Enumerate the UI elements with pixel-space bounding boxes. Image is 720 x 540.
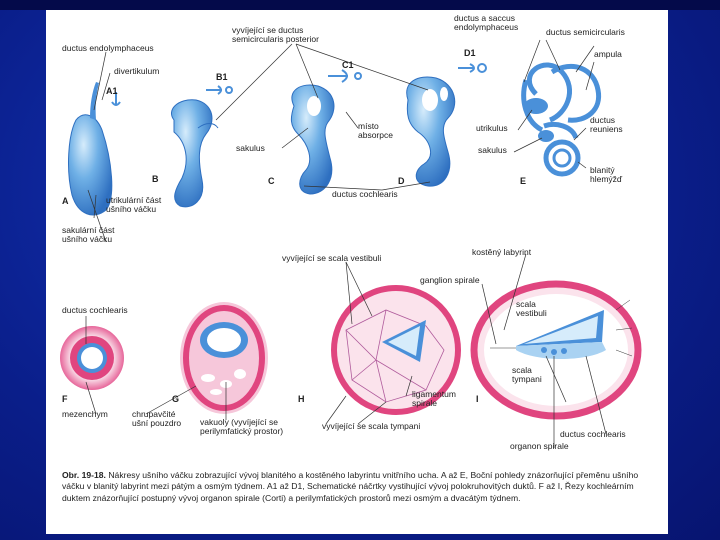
- panel-f-section: [60, 326, 124, 390]
- label-ductus-semicircularis: ductus semicircularis: [546, 27, 625, 37]
- label-ductus-reuniens: ductus reuniens: [590, 115, 623, 134]
- label-ductus-saccus: ductus a saccus endolymphaceus: [454, 13, 519, 32]
- label-sakulus-e: sakulus: [478, 145, 507, 155]
- panel-a-vesicle: [68, 82, 113, 216]
- label-organon-spirale: organon spirale: [510, 441, 569, 451]
- panel-d1-sketch: [458, 63, 487, 73]
- figure-panel: ductus endolymphaceus divertikulum A1 B1…: [46, 10, 668, 534]
- label-utrikularni: utrikulární část ušního váčku: [106, 195, 162, 214]
- caption-text: Nákresy ušního váčku zobrazující vývoj b…: [62, 470, 639, 503]
- label-divertikulum: divertikulum: [114, 66, 160, 76]
- panel-c-vesicle: [290, 84, 335, 195]
- label-ligamentum-spirale: ligamentum spirale: [412, 389, 456, 408]
- label-vakuoly: vakuoly (vyvíjející se perilymfatický pr…: [200, 417, 284, 436]
- label-vyvijejici-tympani: vyvíjející se scala tympani: [322, 421, 421, 431]
- label-mezenchym: mezenchym: [62, 409, 108, 419]
- panel-g-section: [180, 302, 268, 414]
- panel-b-vesicle: [171, 99, 219, 208]
- leader-lines-top: [87, 39, 595, 243]
- label-panel-e: E: [520, 176, 527, 186]
- label-ganglion-spirale: ganglion spirale: [420, 275, 480, 285]
- panel-i-section: [470, 280, 642, 420]
- panel-h-section: [331, 285, 461, 415]
- label-panel-b: B: [152, 174, 159, 184]
- label-c1: C1: [342, 60, 354, 70]
- figure-caption: Obr. 19-18. Nákresy ušního váčku zobrazu…: [62, 470, 662, 504]
- label-ampula: ampula: [594, 49, 622, 59]
- label-ductus-cochlearis-top: ductus cochlearis: [332, 189, 398, 199]
- label-sakulus-c: sakulus: [236, 143, 265, 153]
- label-utrikulus: utrikulus: [476, 123, 508, 133]
- panel-a1-sketch: [111, 92, 121, 106]
- label-panel-g: G: [172, 394, 180, 404]
- label-panel-d: D: [398, 176, 405, 186]
- label-panel-c: C: [268, 176, 275, 186]
- label-misto-absorpce: místo absorpce: [358, 121, 393, 140]
- panel-e-saccule: [538, 130, 554, 142]
- label-ductus-endolymphaceus: ductus endolymphaceus: [62, 43, 154, 53]
- label-vyvijejici-semicircularis: vyvíjející se ductus semicircularis post…: [232, 25, 319, 44]
- panel-c1-sketch: [328, 69, 362, 83]
- label-panel-h: H: [298, 394, 305, 404]
- label-b1: B1: [216, 72, 228, 82]
- panel-d-vesicle: [406, 76, 456, 187]
- label-panel-a: A: [62, 196, 69, 206]
- panel-e-utricle: [524, 98, 548, 114]
- label-d1: D1: [464, 48, 476, 58]
- panel-b1-sketch: [206, 85, 233, 95]
- label-vyvijejici-vestibuli: vyvíjející se scala vestibuli: [282, 253, 382, 263]
- leader-lines-bottom: [85, 253, 607, 448]
- label-panel-f: F: [62, 394, 68, 404]
- label-sakularni: sakulární část ušního váčku: [62, 225, 115, 244]
- label-chrupavcite: chrupavčité ušní pouzdro: [132, 409, 182, 428]
- embryology-illustration: [60, 39, 642, 448]
- label-scala-vestibuli: scala vestibuli: [516, 299, 547, 318]
- label-ductus-cochlearis-i: ductus cochlearis: [560, 429, 626, 439]
- panel-e-labyrinth: [521, 62, 602, 177]
- label-kostenny-labyrint: kostěný labyrint: [472, 247, 532, 257]
- caption-number: Obr. 19-18.: [62, 470, 106, 480]
- label-blanity-hlemyzd: blanitý hlemýžď: [590, 165, 623, 184]
- slide-top-strip: [0, 0, 720, 10]
- label-scala-tympani: scala tympani: [512, 365, 542, 384]
- label-a1: A1: [106, 86, 118, 96]
- label-panel-i: I: [476, 394, 479, 404]
- label-ductus-cochlearis-f: ductus cochlearis: [62, 305, 128, 315]
